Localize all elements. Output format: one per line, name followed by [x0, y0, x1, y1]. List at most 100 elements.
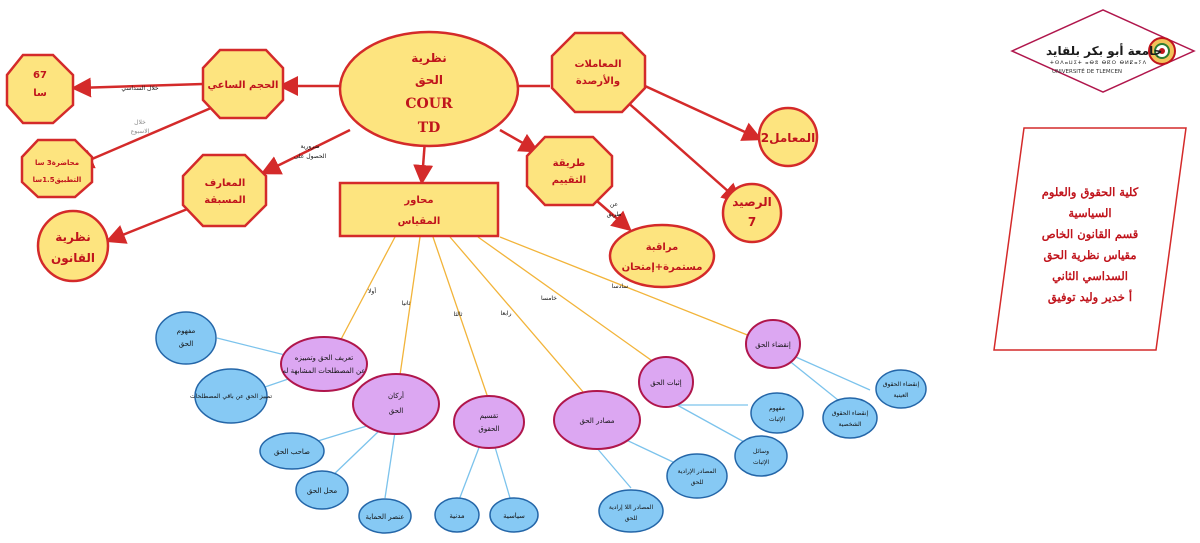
axes-line-2: المقياس: [398, 216, 441, 227]
university-name-french: UNIVERSITÉ DE TLEMCEN: [1052, 69, 1123, 75]
leaf-involuntary-line-1: المصادر اللا إرادية: [609, 504, 654, 511]
info-line-semester: السداسي الثاني: [1052, 269, 1128, 283]
branch-definition-line-2: عن المصطلحات المشابهة له: [283, 367, 366, 375]
leaf-political-text: سياسية: [503, 512, 525, 520]
leaf-protection[interactable]: عنصر الحماية: [358, 498, 412, 534]
axes-node[interactable]: محاور المقياس: [338, 181, 500, 238]
credit-node[interactable]: الرصيد 7: [721, 182, 783, 244]
edge-label-first: أولا: [368, 287, 376, 295]
edge-label-required-1: ضرورية: [300, 143, 319, 150]
coeffs-node[interactable]: المعاملات والأرصدة: [550, 31, 647, 114]
university-name-tifinagh: ⵜⵙⴷⴰⵡⵉⵜ ⴰⴱⵓ ⴱⴽⵔ ⴱⵍⵇⴰⵢⴷ: [1050, 60, 1148, 66]
leaf-proof-concept-line-2: الإثبات: [769, 416, 785, 423]
branch-classification-line-2: الحقوق: [478, 425, 499, 433]
leaf-concept-line-1: مفهوم: [177, 327, 196, 335]
volume-node[interactable]: الحجم الساعي: [201, 48, 285, 120]
leaf-real-rights[interactable]: إنقضاء الحقوق العينية: [875, 369, 927, 409]
law-theory-line-2: القانون: [51, 251, 95, 266]
leaf-object-of-right[interactable]: محل الحق: [295, 470, 349, 510]
info-box: [993, 127, 1187, 351]
university-name-arabic: جامعة أبو بكر بلقايد: [1046, 44, 1163, 58]
prereq-line-2: المسبقة: [204, 195, 245, 206]
hours-value: 67: [33, 70, 47, 81]
info-line-instructor: أ خدير وليد توفيق: [1047, 290, 1133, 304]
leaf-personal-rights[interactable]: إنقضاء الحقوق الشخصية: [822, 397, 878, 439]
branch-elements-line-2: الحق: [389, 407, 403, 415]
edge-label-sixth: سادسا: [612, 283, 628, 290]
leaf-proof-means[interactable]: وسائل الإثبات: [734, 435, 788, 477]
center-line-4: TD: [418, 120, 441, 136]
branch-proof-text: إثبات الحق: [650, 379, 681, 387]
branch-proof[interactable]: إثبات الحق: [638, 356, 694, 408]
leaf-right-holder[interactable]: صاحب الحق: [259, 432, 325, 470]
center-line-1: نظرية: [411, 51, 446, 65]
leaf-proof-concept-line-1: مفهوم: [769, 405, 785, 412]
method-node[interactable]: مراقبة مستمرة+إمتحان: [608, 223, 716, 289]
edge-label-second: ثانيا: [402, 300, 411, 307]
leaf-distinction-text: تمييز الحق عن باقي المصطلحات: [190, 393, 272, 400]
credit-line-2: 7: [748, 215, 756, 229]
branch-extinction[interactable]: إنقضاء الحق: [745, 319, 801, 369]
leaf-voluntary-sources[interactable]: المصادر الإرادية للحق: [666, 453, 728, 499]
branch-definition-line-1: تعريف الحق وتمييزه: [295, 354, 353, 362]
branch-classification-line-1: تقسيم: [480, 412, 499, 420]
leaf-distinction[interactable]: تمييز الحق عن باقي المصطلحات: [190, 368, 272, 424]
hours-unit: سا: [33, 88, 47, 99]
leaf-civil[interactable]: مدنية: [434, 497, 480, 533]
branch-sources[interactable]: مصادر الحق: [553, 390, 641, 450]
edge-label-week-1: خلال: [134, 119, 146, 126]
evaluation-line-1: طريقة: [553, 158, 586, 169]
leaf-personal-rights-line-2: الشخصية: [839, 421, 862, 428]
leaf-proof-concept[interactable]: مفهوم الإثبات: [750, 392, 804, 434]
prereq-node[interactable]: المعارف المسبقة: [181, 153, 268, 228]
edge-label-fifth: خامسا: [541, 295, 557, 302]
edge-label-required-2: الحصول على: [294, 153, 327, 160]
leaf-involuntary-line-2: للحق: [625, 515, 638, 522]
info-line-faculty: كلية الحقوق والعلوم: [1041, 185, 1139, 199]
branch-elements[interactable]: أركان الحق: [352, 373, 440, 435]
leaf-civil-text: مدنية: [449, 512, 464, 520]
center-line-2: الحق: [415, 73, 443, 87]
leaf-proof-means-line-2: الإثبات: [753, 459, 769, 466]
info-text: كلية الحقوق والعلوم السياسية قسم القانون…: [1010, 182, 1170, 308]
info-line-faculty-2: السياسية: [1068, 206, 1112, 220]
prereq-line-1: المعارف: [205, 178, 246, 189]
coefficient-value: المعامل2: [761, 131, 815, 145]
orange-connectors: [337, 236, 761, 401]
leaf-concept-of-right[interactable]: مفهوم الحق: [155, 311, 217, 365]
edge-label-via-1: عن: [610, 201, 618, 208]
hours-node[interactable]: 67 سا: [5, 53, 75, 125]
law-theory-node[interactable]: نظرية القانون: [36, 209, 110, 283]
law-theory-line-1: نظرية: [55, 230, 90, 244]
branch-elements-line-1: أركان: [388, 391, 404, 400]
university-logo: [1010, 9, 1196, 93]
leaf-voluntary-line-2: للحق: [691, 479, 704, 486]
branch-extinction-text: إنقضاء الحق: [755, 341, 791, 349]
evaluation-node[interactable]: طريقة التقييم: [525, 135, 614, 207]
info-line-department: قسم القانون الخاص: [1041, 227, 1139, 241]
leaf-concept-line-2: الحق: [179, 340, 193, 348]
leaf-real-rights-line-1: إنقضاء الحقوق: [883, 381, 920, 388]
edge-label-semester: خلال السداسي: [121, 85, 159, 92]
center-node[interactable]: نظرية الحق COUR TD: [338, 30, 520, 148]
evaluation-line-2: التقييم: [552, 175, 586, 186]
leaf-proof-means-line-1: وسائل: [753, 448, 769, 455]
branch-classification[interactable]: تقسيم الحقوق: [453, 395, 525, 449]
volume-title: الحجم الساعي: [208, 80, 279, 91]
leaf-real-rights-line-2: العينية: [893, 392, 908, 399]
method-line-1: مراقبة: [646, 242, 679, 253]
weekly-line-2: التطبيق1.5سا: [33, 176, 82, 184]
leaf-voluntary-line-1: المصادر الإرادية: [678, 468, 717, 475]
edge-label-fourth: رابعا: [501, 310, 512, 317]
coeffs-line-2: والأرصدة: [576, 74, 620, 87]
university-emblem-icon: [1148, 37, 1176, 65]
edge-label-week-2: الاسبوع: [131, 128, 150, 135]
axes-line-1: محاور: [403, 195, 433, 206]
center-line-3: COUR: [405, 96, 453, 112]
coefficient-node[interactable]: المعامل2: [757, 106, 819, 168]
leaf-political[interactable]: سياسية: [489, 497, 539, 533]
branch-definition[interactable]: تعريف الحق وتمييزه عن المصطلحات المشابهة…: [280, 336, 368, 392]
leaf-involuntary-sources[interactable]: المصادر اللا إرادية للحق: [598, 489, 664, 533]
weekly-line-1: محاضرة3 سا: [35, 159, 79, 167]
weekly-node[interactable]: محاضرة3 سا التطبيق1.5سا: [20, 138, 94, 199]
